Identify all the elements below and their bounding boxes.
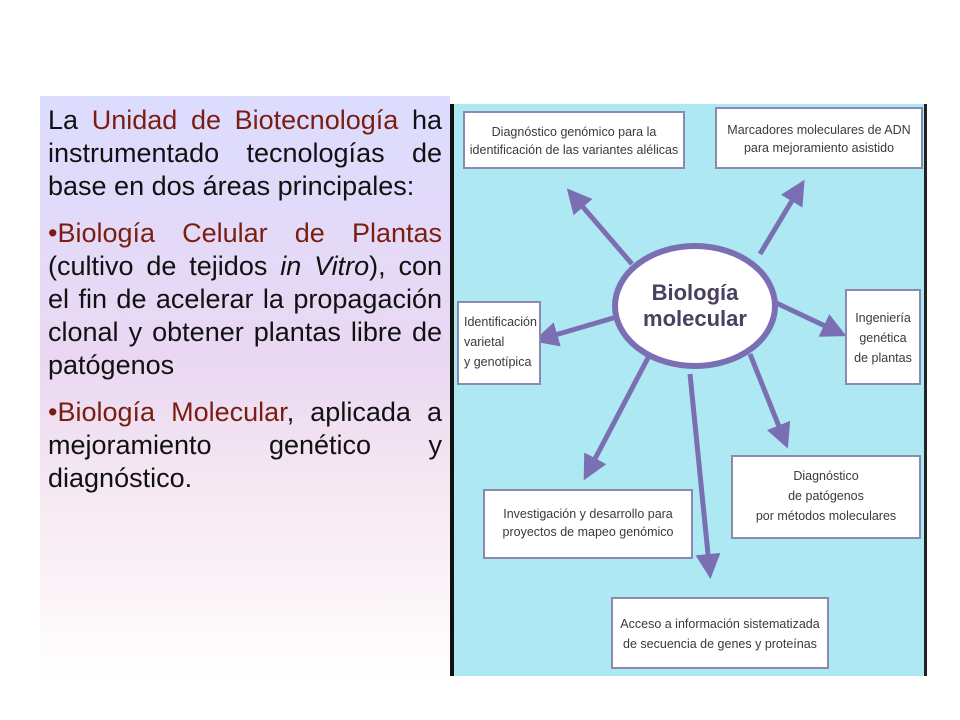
arrow-n2	[757, 179, 805, 256]
n5-line1: Diagnóstico	[793, 469, 858, 483]
bullet-celular: •Biología Celular de Plantas (cultivo de…	[48, 217, 442, 382]
bullet-keyword: Biología Celular de Plantas	[57, 218, 442, 248]
n7-line2: de secuencia de genes y proteínas	[623, 637, 817, 651]
node-box-mapping-rd	[483, 489, 693, 559]
node-box-pathogen-diagnosis	[731, 455, 921, 539]
bullet-keyword: Biología Molecular	[57, 397, 287, 427]
intro-paragraph: La Unidad de Biotecnología ha instrument…	[48, 104, 442, 203]
n6-line2: proyectos de mapeo genómico	[503, 525, 674, 539]
n4-line1: Ingeniería	[855, 311, 911, 325]
n1-line2: identificación de las variantes alélicas	[470, 143, 678, 157]
molecular-biology-diagram: Biología molecular Diagnóstico genómico …	[457, 107, 923, 669]
intro-word: La	[48, 105, 79, 135]
center-label-2: molecular	[643, 306, 747, 331]
n6-line1: Investigación y desarrollo para	[503, 507, 673, 521]
bullet-italic: in Vitro	[280, 251, 370, 281]
n7-line1: Acceso a información sistematizada	[620, 617, 819, 631]
bullet-text-end: ), con el fin de acelerar la propagación…	[48, 251, 443, 380]
node-box-dna-markers	[715, 107, 923, 169]
center-node: Biología molecular	[612, 243, 778, 369]
n2-line2: para mejoramiento asistido	[744, 141, 894, 155]
intro-rest: ha instrumentado tecnologías de base en …	[48, 105, 442, 201]
bullet-mark: •	[48, 218, 58, 248]
arrow-n3	[533, 313, 621, 347]
bullet-mark: •	[48, 397, 58, 427]
node-box-genomic-diagnosis	[463, 111, 685, 169]
n4-line2: genética	[859, 331, 906, 345]
node-box-sequence-info	[611, 597, 829, 669]
n3-line1: Identificación	[464, 315, 537, 329]
n3-line3: y genotípica	[464, 355, 531, 369]
unit-name: Unidad de Biotecnología	[91, 105, 399, 135]
n1-line1: Diagnóstico genómico para la	[492, 125, 657, 139]
arrow-n7	[687, 373, 721, 579]
node-box-genetic-engineering	[845, 289, 921, 385]
n5-line2: de patógenos	[788, 489, 864, 503]
text-panel: La Unidad de Biotecnología ha instrument…	[40, 96, 450, 682]
arrow-n6	[583, 352, 653, 481]
bullet-text: , aplicada a mejoramiento genético y dia…	[48, 397, 442, 493]
bullet-text: (cultivo de tejidos	[48, 251, 281, 281]
node-box-varietal-id	[457, 301, 541, 385]
bullet-molecular: •Biología Molecular, aplicada a mejorami…	[48, 396, 442, 495]
n5-line3: por métodos moleculares	[756, 509, 896, 523]
arrow-n5	[747, 353, 791, 449]
n3-line2: varietal	[464, 335, 504, 349]
arrow-n1	[566, 188, 634, 266]
n2-line1: Marcadores moleculares de ADN	[727, 123, 910, 137]
arrow-n4	[768, 297, 847, 337]
diagram-panel: Biología molecular Diagnóstico genómico …	[450, 104, 927, 676]
center-label-1: Biología	[652, 280, 740, 305]
n4-line3: de plantas	[854, 351, 912, 365]
